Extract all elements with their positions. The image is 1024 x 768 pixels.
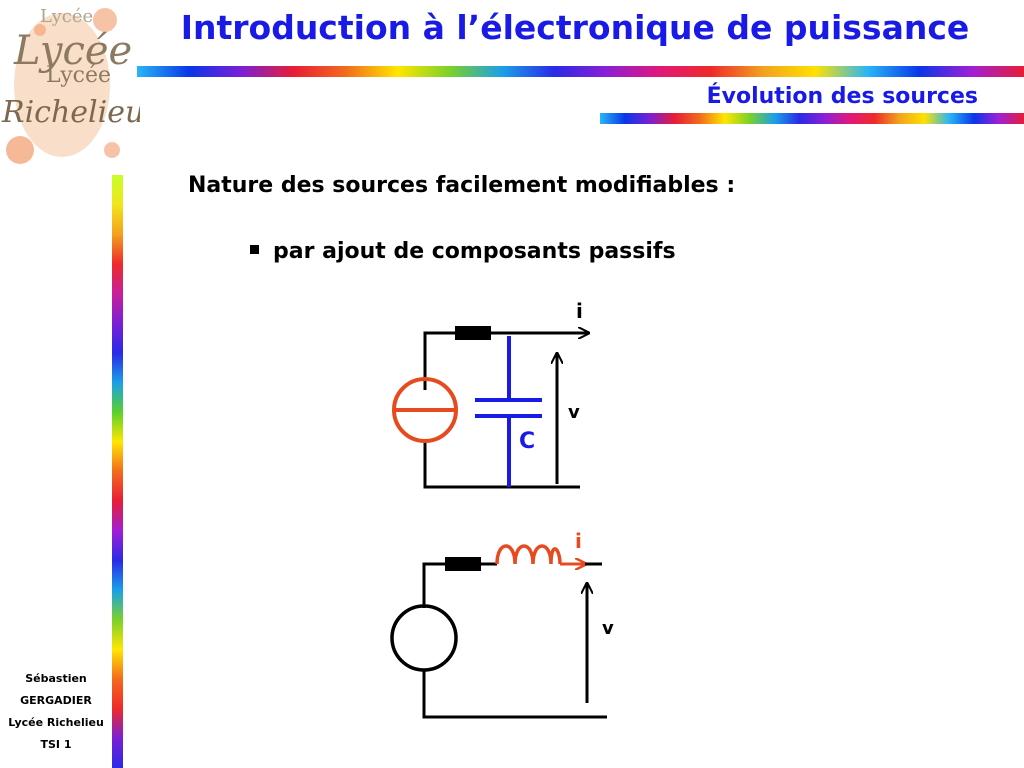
- lycee-richelieu-logo: Lycée Lycée Lycée Richelieu: [1, 6, 140, 164]
- c2-inductor-icon: [495, 544, 562, 565]
- bullet-item: par ajout de composants passifs: [250, 239, 676, 264]
- c2-resistor: [445, 557, 481, 571]
- subtitle-rainbow-bar: [600, 113, 1024, 124]
- svg-text:Richelieu: Richelieu: [1, 95, 140, 130]
- c2-left-wire: [422, 562, 445, 608]
- bullet-square-icon: [250, 244, 259, 254]
- c1-resistor: [455, 326, 491, 340]
- side-rainbow-bar: [112, 175, 123, 768]
- svg-text:Lycée: Lycée: [46, 63, 111, 88]
- author-first-name: Sébastien: [25, 672, 87, 685]
- c2-source-icon: [390, 604, 458, 672]
- c1-lower-wire: [423, 439, 580, 489]
- author-class: TSI 1: [40, 738, 72, 751]
- content-heading: Nature des sources facilement modifiable…: [188, 173, 736, 198]
- c2-voltage-label: v: [602, 618, 614, 639]
- svg-text:Lycée: Lycée: [13, 28, 132, 74]
- c1-current-label: i: [576, 299, 583, 323]
- c1-voltage-label: v: [568, 402, 580, 423]
- circuit-2-inductor: i v: [390, 529, 614, 719]
- author-last-name: GERGADIER: [20, 694, 92, 707]
- c2-lower-wire: [422, 670, 607, 719]
- author-school: Lycée Richelieu: [8, 716, 104, 729]
- section-subtitle: Évolution des sources: [706, 84, 978, 109]
- page-title: Introduction à l’électronique de puissan…: [180, 8, 970, 47]
- c2-current-label: i: [575, 529, 582, 553]
- c1-left-wire: [423, 331, 455, 390]
- c1-capacitor-label: C: [519, 429, 535, 454]
- bullet-text: par ajout de composants passifs: [273, 239, 676, 264]
- circuit-1-capacitor: i v C: [392, 299, 588, 489]
- author-info: Sébastien GERGADIER Lycée Richelieu TSI …: [0, 668, 112, 756]
- svg-text:Lycée: Lycée: [40, 6, 93, 27]
- title-rainbow-bar: [137, 66, 1024, 77]
